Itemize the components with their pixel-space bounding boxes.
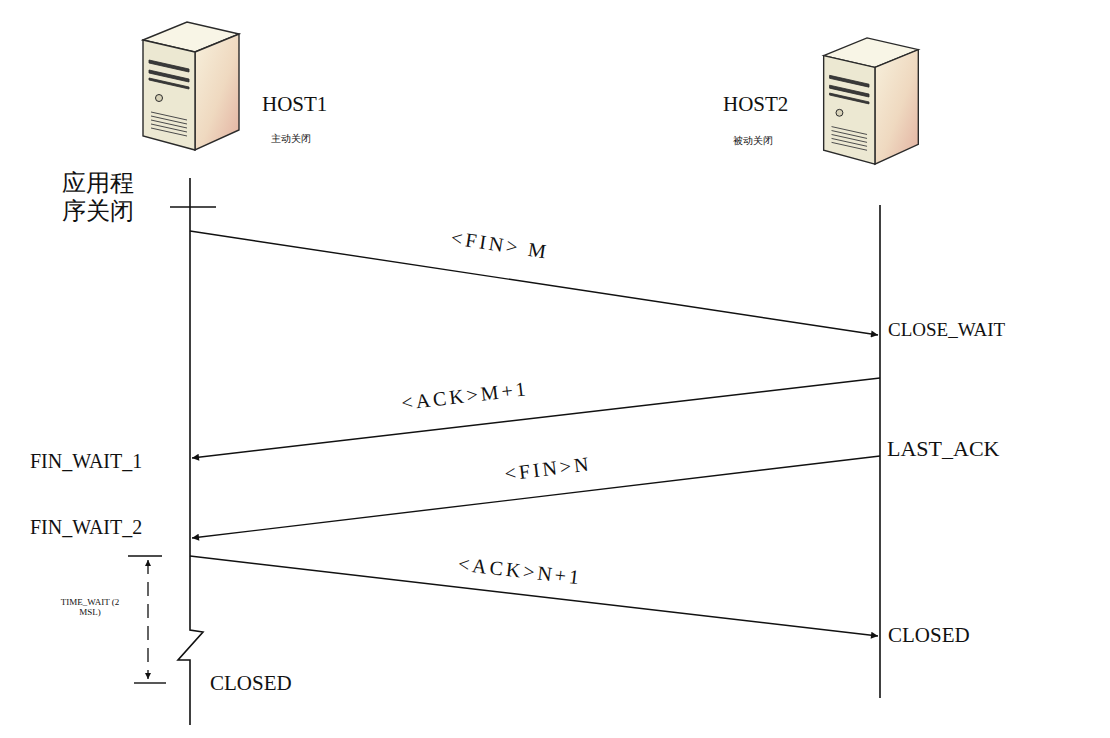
vent-line [151,120,187,128]
host-name: HOST1 [262,92,327,116]
vent-line [151,112,187,120]
host-role: 被动关闭 [733,135,773,147]
message-label: <ACK>M+1 [400,377,530,415]
power-button [156,95,163,102]
vent-line [832,142,867,150]
bracket-tick [128,555,162,556]
power-button [836,109,843,116]
time-wait-label: TIME_WAIT (2MSL) [58,597,122,618]
vent-line [151,128,187,136]
server-icon [135,12,245,154]
server-front [143,40,195,150]
drive-slot [149,60,189,72]
server-host: HOST1主动关闭 [135,12,245,154]
host-role: 主动关闭 [271,133,311,145]
drive-slot [830,75,869,87]
tcp-state: FIN_WAIT_1 [30,450,142,473]
tcp-state: CLOSED [210,671,292,695]
server-icon [815,28,925,168]
tcp-state: LAST_ACK [887,436,999,461]
host1-lifeline [178,178,203,725]
tcp-state: FIN_WAIT_2 [30,516,142,539]
server-front [824,56,875,164]
vent-line [151,124,187,132]
server-side [875,50,918,164]
drive-slot [149,78,189,89]
tcp-state: CLOSED [888,623,970,647]
vent-line [832,127,867,135]
message-label: <FIN>N [503,452,592,485]
vent-line [832,138,867,146]
host-name: HOST2 [723,92,788,116]
vent-line [151,116,187,124]
message-label: <FIN> M [450,226,551,263]
server-side [195,34,239,150]
tcp-state: CLOSE_WAIT [888,319,1005,341]
drive-slot [830,93,869,104]
ack-arrow [192,378,880,458]
message-label: <ACK>N+1 [457,552,583,589]
time-wait-bracket [147,560,148,679]
bracket-tick [134,682,166,683]
vent-line [832,134,867,142]
vent-line [832,131,867,139]
app-close-note: 应用程序关闭 [62,170,140,225]
server-host: HOST2被动关闭 [815,28,925,168]
close-tick [170,206,216,208]
host2-lifeline [879,205,881,698]
